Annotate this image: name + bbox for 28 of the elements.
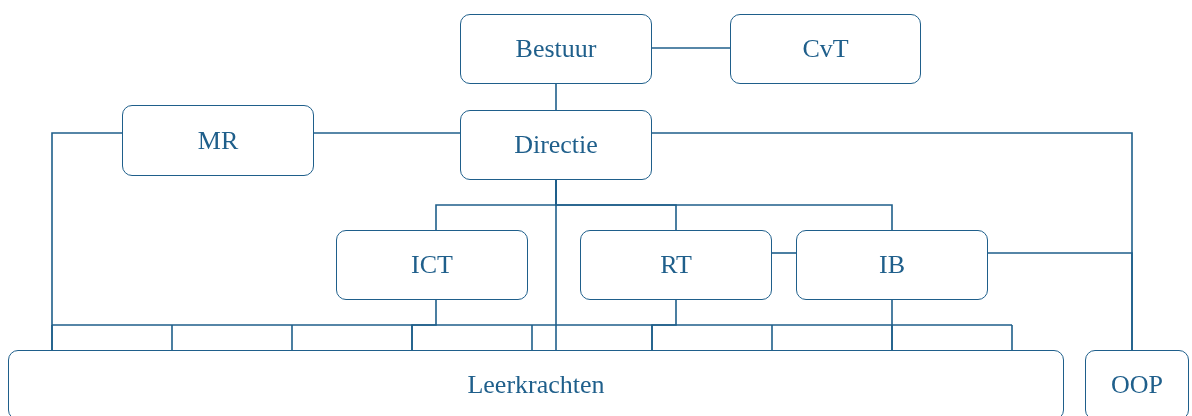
unit-label: ICT: [411, 250, 453, 280]
connector-line: [651, 47, 731, 49]
unit-label: MR: [197, 125, 239, 156]
connector-line: [51, 132, 123, 351]
org-unit-box: [460, 110, 652, 180]
unit-label: IB: [879, 250, 905, 280]
org-unit-box: [580, 230, 772, 300]
connector-line: [771, 252, 797, 254]
org-unit-box: [460, 14, 652, 84]
org-unit-box: [730, 14, 921, 84]
connector-line: [411, 299, 437, 351]
connector-line: [555, 83, 557, 111]
org-unit-box: [122, 105, 314, 176]
unit-label: Leerkrachten: [467, 370, 605, 400]
unit-label: CvT: [802, 34, 849, 64]
connector-line: [891, 299, 893, 351]
unit-label: OOP: [1111, 370, 1163, 400]
org-unit-box: [1085, 350, 1189, 416]
org-unit-box: [336, 230, 528, 300]
connector-line: [555, 179, 557, 351]
connector-line: [651, 299, 677, 351]
connector-line: [313, 132, 461, 134]
unit-label: Directie: [514, 130, 598, 160]
connector-line: [987, 252, 1133, 351]
unit-label: RT: [660, 250, 692, 280]
org-unit-box: [796, 230, 988, 300]
org-unit-box: [8, 350, 1064, 416]
unit-label: Bestuur: [515, 34, 597, 64]
